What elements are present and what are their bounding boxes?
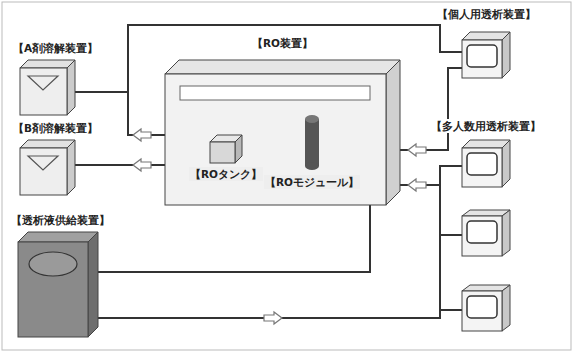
flow-arrow <box>408 144 426 156</box>
supply-unit-shape <box>18 232 98 337</box>
ro-module: 【ROモジュール】 <box>305 115 319 170</box>
node-label: 【A剤溶解装置】 <box>12 41 99 55</box>
pipe-line <box>400 166 462 185</box>
personal-dialyzer: 【個人用透析装置】 <box>462 32 510 78</box>
pipe-line <box>75 164 165 166</box>
pipe-line <box>400 68 462 150</box>
flow-arrow <box>264 312 282 324</box>
branch-wire <box>440 309 462 311</box>
node-label: 【RO装置】 <box>251 36 314 50</box>
ro-tank-shape <box>210 135 242 163</box>
supply-unit: 【透析液供給装置】 <box>18 232 98 337</box>
personal-dialyzer-shape <box>462 32 510 78</box>
dissolver-b-shape <box>20 140 75 195</box>
node-label: 【個人用透析装置】 <box>436 7 537 21</box>
branch-wire <box>440 234 462 236</box>
flow-arrow <box>133 129 151 141</box>
multi-dialyzer-shape <box>462 140 510 187</box>
pipe-line <box>98 166 462 318</box>
dialysis-machine <box>462 285 510 331</box>
dissolver-a-shape <box>20 60 75 115</box>
node-label: 【B剤溶解装置】 <box>12 121 99 135</box>
pipe-line <box>98 205 370 272</box>
dissolver-b: 【B剤溶解装置】 <box>20 140 75 195</box>
branch-wires <box>440 166 462 310</box>
node-label: 【透析液供給装置】 <box>10 213 111 227</box>
dialysis-machine <box>462 210 510 256</box>
flow-arrow <box>408 179 426 191</box>
dissolver-a: 【A剤溶解装置】 <box>20 60 75 115</box>
flow-arrow <box>133 159 151 171</box>
node-label: 【ROモジュール】 <box>264 175 360 189</box>
ro-module-shape <box>305 115 319 170</box>
multi-dialyzer: 【多人数用透析装置】 <box>462 140 510 187</box>
node-label: 【多人数用透析装置】 <box>430 119 542 133</box>
node-label: 【ROタンク】 <box>189 167 263 181</box>
ro-tank: 【ROタンク】 <box>210 135 242 163</box>
ro-unit: 【RO装置】【ROタンク】【ROモジュール】 <box>165 60 400 205</box>
trunk-wire <box>439 166 441 310</box>
